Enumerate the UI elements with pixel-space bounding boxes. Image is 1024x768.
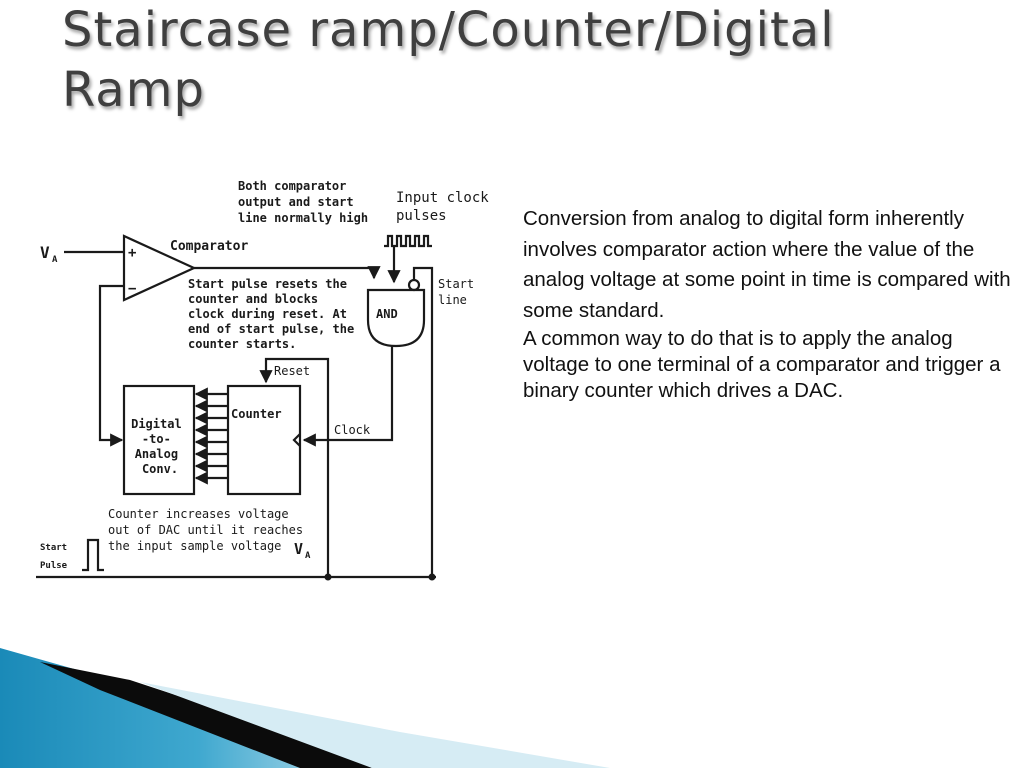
and-gate-symbol	[366, 288, 426, 348]
start-line-wire	[412, 266, 434, 574]
va-bottom-subscript: A	[305, 551, 311, 561]
va-input-label: V	[40, 243, 50, 262]
note-bottom-line-2: out of DAC until it reaches	[108, 523, 303, 537]
slide-title: Staircase ramp/Counter/Digital Ramp	[62, 0, 962, 120]
and-gate-label: AND	[376, 307, 398, 321]
dac-line-2: -to-	[142, 432, 171, 446]
body-paragraph-1: Conversion from analog to digital form i…	[523, 207, 1011, 322]
body-text: Conversion from analog to digital form i…	[523, 204, 1013, 404]
note-mid-line-2: counter and blocks	[188, 292, 318, 306]
dac-line-3: Analog	[135, 447, 178, 461]
va-bottom-label: V	[294, 540, 303, 558]
wire-junction-dot	[428, 573, 436, 581]
dac-line-1: Digital	[131, 417, 182, 431]
note-mid-line-5: counter starts.	[188, 337, 296, 351]
decorative-swoosh	[0, 648, 610, 768]
slide-title-line-1: Staircase ramp/Counter/Digital	[62, 2, 835, 58]
comparator-output-wire	[194, 266, 381, 280]
reset-label: Reset	[274, 364, 310, 378]
counter-clock-input-mark	[292, 433, 301, 447]
input-clock-label: Input clock pulses	[396, 190, 497, 224]
counter-adc-diagram: Both comparator output and start line no…	[36, 179, 497, 581]
clock-pulses-symbol	[384, 234, 432, 248]
note-mid-line-3: clock during reset. At	[188, 307, 347, 321]
note-top: Both comparator output and start line no…	[238, 179, 368, 225]
plus-sign: +	[128, 245, 136, 261]
note-bottom-line-3: the input sample voltage	[108, 539, 281, 553]
note-top-line-1: Both comparator	[238, 179, 346, 193]
start-line-line-1: Start	[438, 277, 474, 291]
start-line-label: Start line	[438, 277, 481, 307]
input-clock-line-1: Input clock	[396, 190, 489, 206]
note-mid-line-4: end of start pulse, the	[188, 322, 354, 336]
note-bottom-line-1: Counter increases voltage	[108, 507, 289, 521]
start-pulse-line-1: Start	[40, 543, 67, 553]
comparator-symbol	[122, 234, 197, 302]
dark-swoosh-band	[40, 662, 372, 768]
dac-label: Digital -to- Analog Conv.	[131, 417, 189, 476]
comparator-label: Comparator	[170, 239, 248, 254]
va-input-subscript: A	[52, 255, 58, 265]
and-to-clock-wire	[302, 346, 394, 447]
slide-title-line-2: Ramp	[62, 62, 205, 118]
dac-block	[122, 384, 196, 496]
start-pulse-symbol	[82, 538, 104, 572]
input-clock-line-2: pulses	[396, 208, 447, 224]
minus-sign: −	[128, 281, 136, 297]
start-pulse-line-2: Pulse	[40, 561, 68, 571]
dac-feedback-wire	[98, 284, 124, 447]
dac-line-4: Conv.	[142, 462, 178, 476]
note-mid-line-1: Start pulse resets the	[188, 277, 347, 291]
note-top-line-2: output and start	[238, 195, 354, 209]
body-paragraph-2: A common way to do that is to apply the …	[523, 327, 1001, 402]
and-inversion-bubble	[407, 278, 421, 292]
start-line-line-2: line	[438, 293, 467, 307]
wire-junction-dot	[324, 573, 332, 581]
counter-block	[226, 384, 302, 496]
note-top-line-3: line normally high	[238, 211, 368, 225]
clock-label: Clock	[334, 423, 371, 437]
counter-label: Counter	[231, 407, 282, 421]
note-bottom: Counter increases voltage out of DAC unt…	[108, 507, 310, 553]
reset-wire	[259, 357, 330, 574]
light-swoosh-band	[140, 682, 610, 768]
start-pulse-label: Start Pulse	[40, 543, 73, 571]
note-mid: Start pulse resets the counter and block…	[188, 277, 361, 351]
